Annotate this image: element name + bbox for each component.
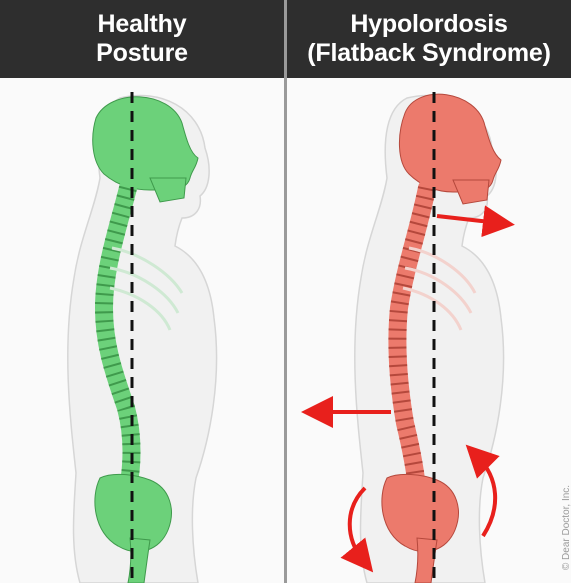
panel-header-hypolordosis: Hypolordosis (Flatback Syndrome)	[287, 0, 571, 78]
panel-title-line2: Posture	[96, 39, 188, 68]
panel-header-healthy: Healthy Posture	[0, 0, 284, 78]
healthy-posture-figure	[0, 78, 284, 583]
panel-title-line1: Hypolordosis	[350, 10, 507, 39]
healthy-posture-panel: Healthy Posture	[0, 0, 284, 583]
panel-title-line2: (Flatback Syndrome)	[307, 39, 550, 68]
copyright-credit: © Dear Doctor, Inc.	[561, 485, 571, 570]
skull	[399, 94, 501, 192]
hypolordosis-panel: Hypolordosis (Flatback Syndrome) ©	[287, 0, 571, 583]
hypolordosis-figure	[287, 78, 571, 583]
panel-title-line1: Healthy	[98, 10, 187, 39]
